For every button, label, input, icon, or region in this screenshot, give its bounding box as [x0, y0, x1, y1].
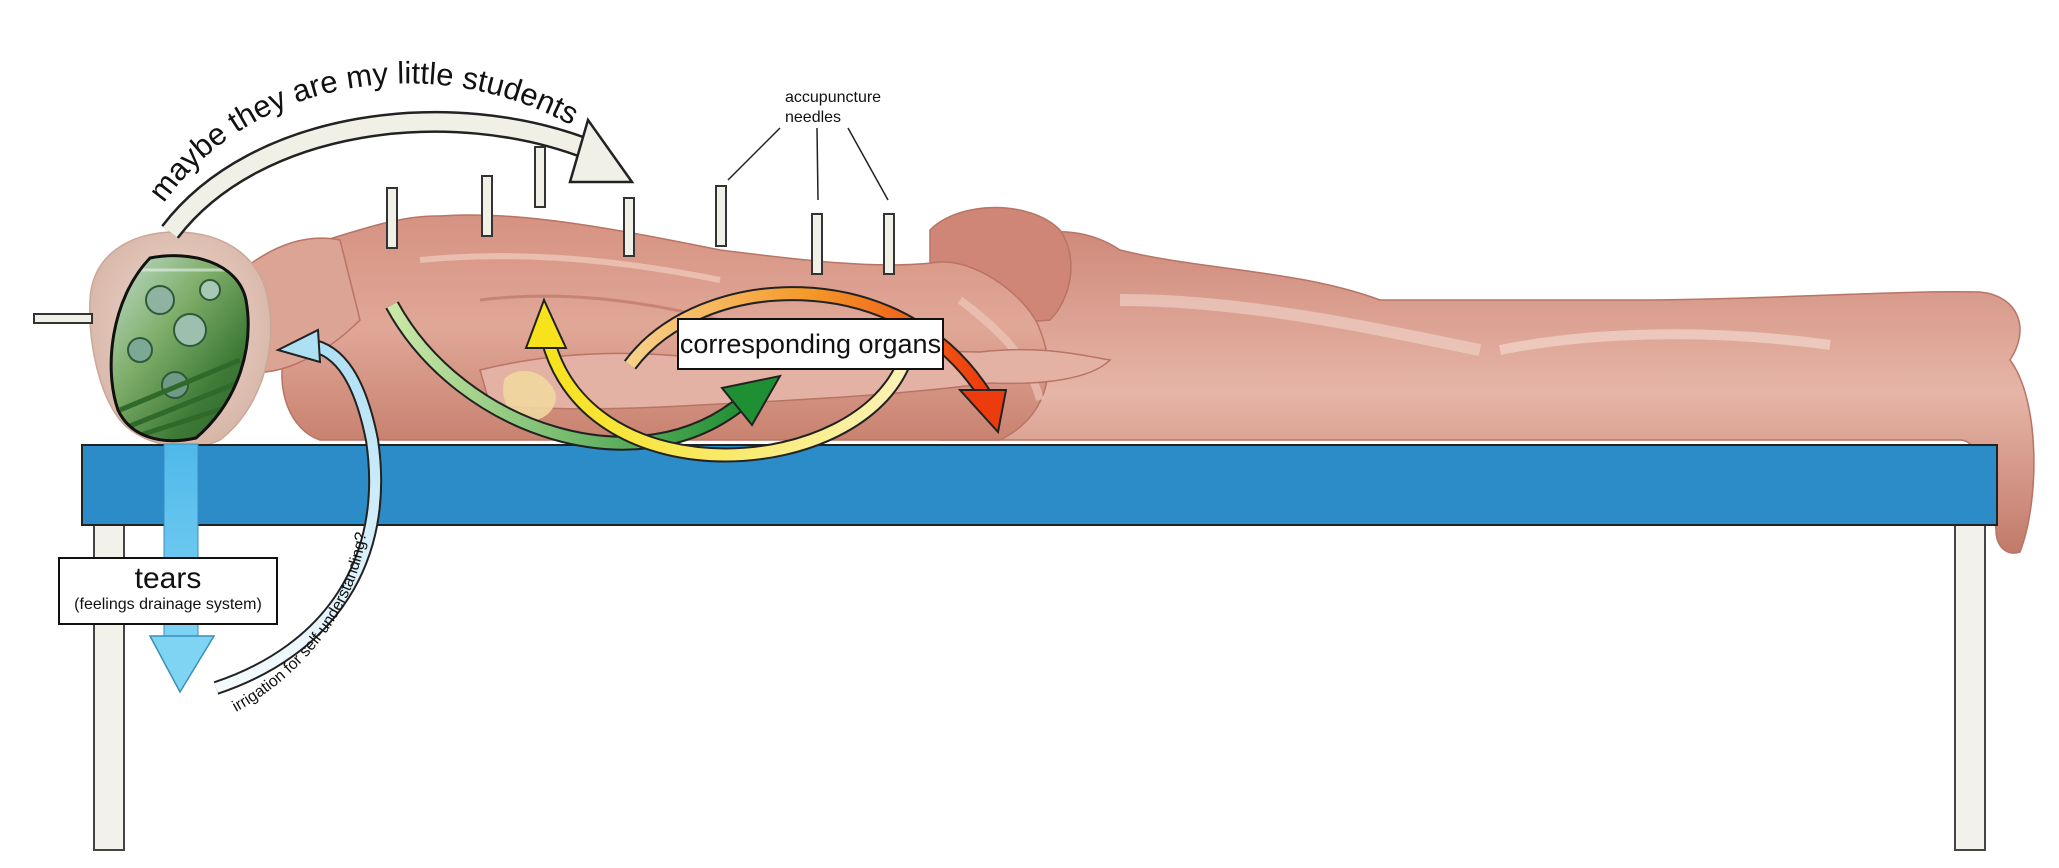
needle-head: [33, 313, 93, 324]
acupuncture-needles: [33, 146, 895, 324]
organs-label-box: corresponding organs: [677, 318, 944, 370]
needle: [481, 175, 493, 237]
tears-title: tears: [134, 562, 202, 595]
green-arrowhead: [720, 374, 782, 427]
tears-label-box: tears (feelings drainage system): [58, 557, 278, 625]
needle: [386, 187, 398, 249]
needles-caption: accupuncture needles: [785, 88, 881, 128]
organ-arcs: [385, 286, 1008, 463]
needle: [811, 213, 823, 275]
table-leg-right: [1954, 523, 1986, 851]
needle: [623, 197, 635, 257]
needles-caption-line1: accupuncture: [785, 89, 882, 106]
table-top: [81, 444, 1998, 526]
red-arrowhead: [957, 389, 1008, 435]
needle: [715, 185, 727, 247]
needles-caption-line2: needles: [785, 109, 842, 126]
needle: [534, 146, 546, 208]
students-arrow: [161, 110, 635, 239]
irrigation-arrow: [213, 328, 383, 695]
organs-label: corresponding organs: [679, 329, 942, 359]
tears-subtitle: (feelings drainage system): [74, 596, 262, 613]
head: [89, 231, 272, 448]
yellow-arrowhead: [524, 297, 568, 349]
needle-caption-leaders: [727, 127, 889, 201]
needle: [883, 213, 895, 275]
